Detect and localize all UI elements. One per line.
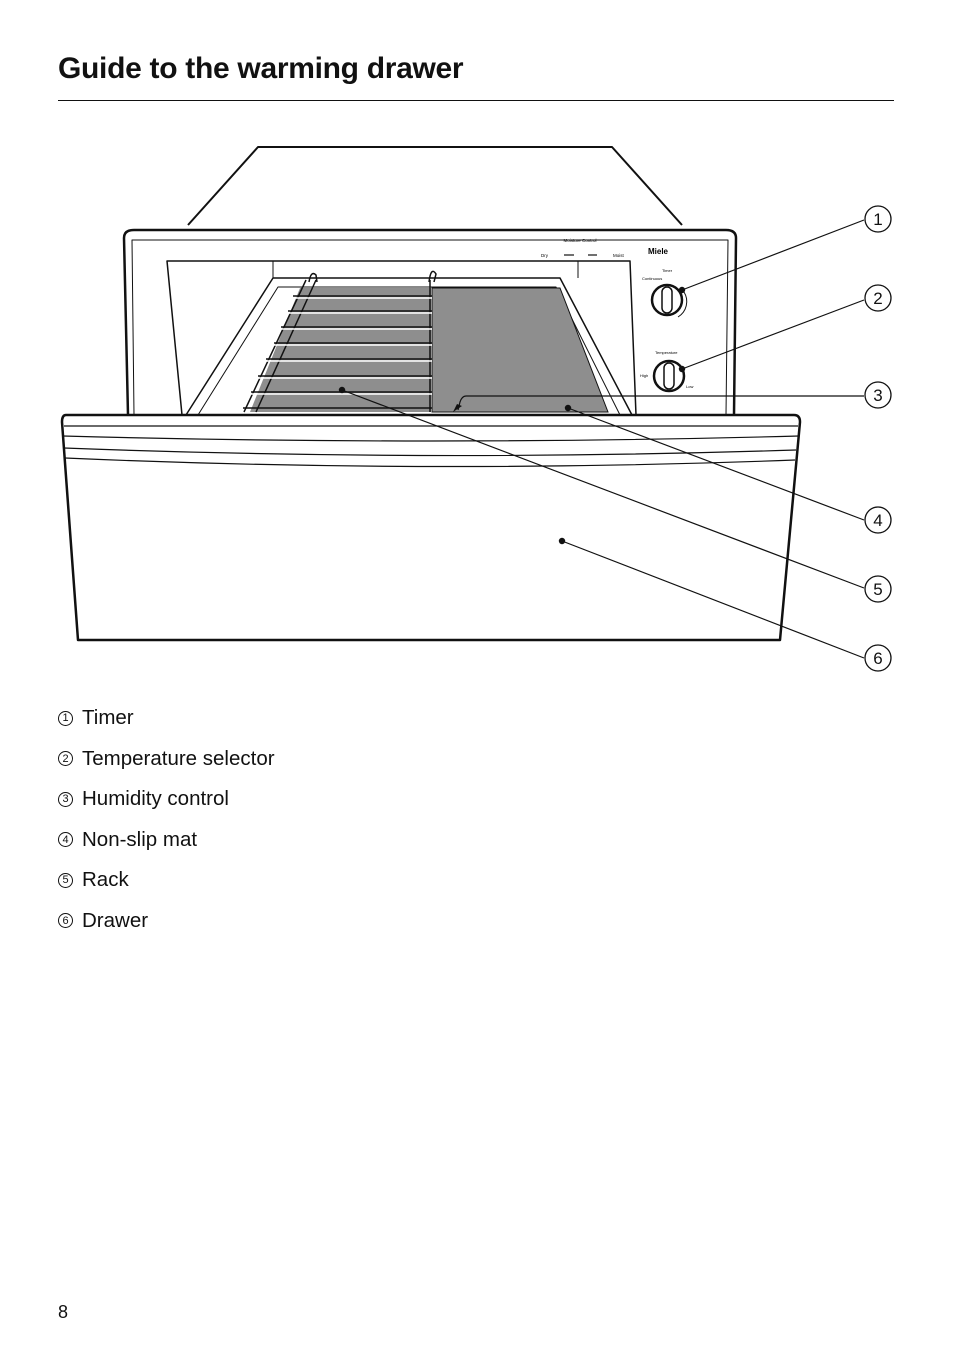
rack — [243, 270, 437, 413]
callout-2-number: 2 — [873, 289, 882, 308]
legend-item-timer: 1 Timer — [58, 698, 275, 739]
temperature-label: Temperature — [655, 350, 678, 355]
timer-label: Timer — [662, 268, 673, 273]
rack-background — [250, 288, 432, 412]
number-badge: 2 — [58, 751, 73, 767]
cabinet-frame — [122, 228, 738, 416]
callout-4 — [864, 506, 892, 534]
legend-label: Drawer — [82, 908, 149, 932]
housing-top — [187, 146, 683, 226]
callout-6-number: 6 — [873, 649, 882, 668]
callout-1 — [864, 205, 892, 233]
callout-5 — [864, 575, 892, 603]
low-label: Low — [686, 384, 693, 389]
number-badge: 1 — [58, 710, 73, 726]
legend-item-non-slip-mat: 4 Non-slip mat — [58, 820, 275, 861]
page-title: Guide to the warming drawer — [58, 52, 464, 85]
dry-label: Dry — [541, 253, 549, 258]
callout-2 — [864, 284, 892, 312]
drawer-opening — [166, 260, 637, 416]
callout-1-number: 1 — [873, 210, 882, 229]
legend-label: Rack — [82, 868, 129, 892]
legend-label: Temperature selector — [82, 746, 275, 770]
callout-4-number: 4 — [873, 511, 882, 530]
title-rule — [58, 100, 894, 101]
legend-label: Timer — [82, 706, 134, 730]
callout-5-number: 5 — [873, 580, 882, 599]
brand-logo: Miele — [648, 247, 669, 256]
non-slip-mat — [431, 287, 609, 413]
callout-6 — [864, 644, 892, 672]
page-number: 8 — [58, 1302, 69, 1322]
legend-item-temperature-selector: 2 Temperature selector — [58, 739, 275, 780]
temperature-knob — [652, 359, 686, 393]
legend-item-rack: 5 Rack — [58, 860, 275, 901]
warming-drawer-diagram: Moisture Control Dry Moist Miele Timer C… — [60, 146, 892, 672]
callout-3 — [864, 381, 892, 409]
number-badge: 6 — [58, 913, 73, 929]
high-label: High — [640, 373, 648, 378]
number-badge: 3 — [58, 791, 73, 807]
moisture-control-label: Moisture Control — [563, 238, 596, 243]
continuous-label: Continuous — [642, 276, 662, 281]
legend-item-humidity-control: 3 Humidity control — [58, 779, 275, 820]
number-badge: 4 — [58, 832, 73, 848]
moist-label: Moist — [613, 253, 625, 258]
legend-label: Non-slip mat — [82, 827, 198, 851]
legend-item-drawer: 6 Drawer — [58, 901, 275, 942]
timer-knob — [650, 283, 688, 318]
drawer-front — [60, 413, 802, 642]
parts-legend: 1 Timer 2 Temperature selector 3 Humidit… — [58, 698, 275, 941]
callout-3-number: 3 — [873, 386, 882, 405]
legend-label: Humidity control — [82, 787, 229, 811]
number-badge: 5 — [58, 872, 73, 888]
